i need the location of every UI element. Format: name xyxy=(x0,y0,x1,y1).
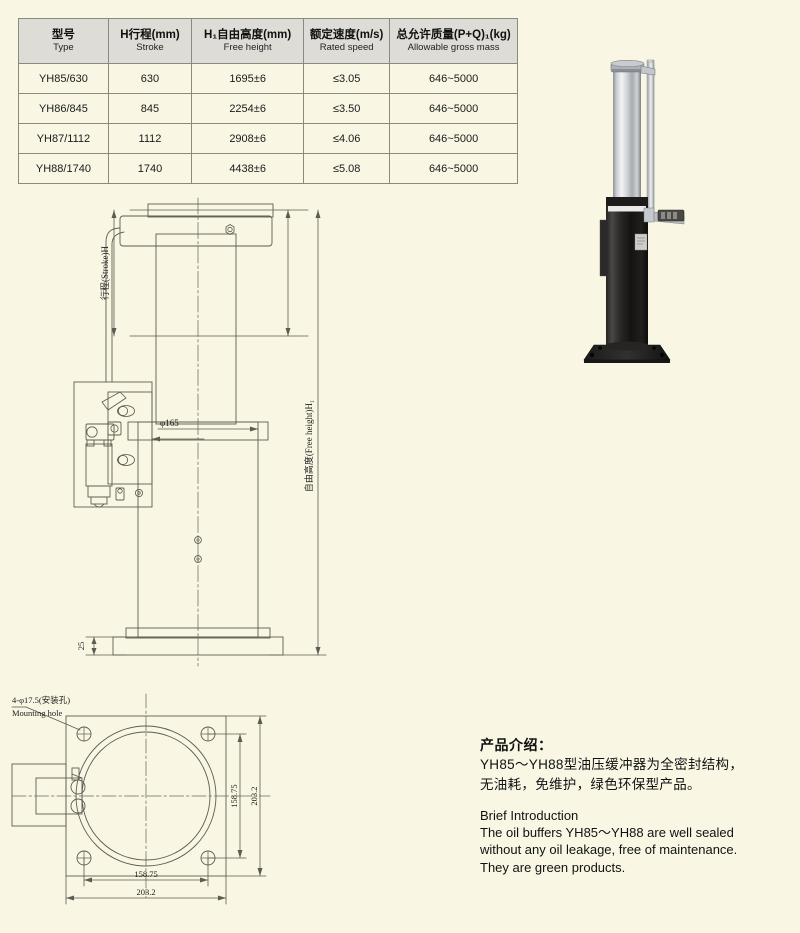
plan-dim-bolt-pitch-v xyxy=(207,733,247,859)
spec-table-container: 型号 Type H行程(mm) Stroke H₁自由高度(mm) Free h… xyxy=(18,18,518,184)
plan-dim-bolt-pitch-label: 158.75 xyxy=(134,869,157,879)
intro-en-line1: The oil buffers YH85～YH88 are well seale… xyxy=(480,825,734,841)
elev-head-block xyxy=(119,215,273,247)
intro-cn-heading: 产品介绍： xyxy=(480,737,553,753)
cell-type: YH86/845 xyxy=(18,93,109,124)
cell-stroke: 1112 xyxy=(107,123,193,154)
elev-dim-base-thickness xyxy=(85,636,127,656)
cell-type: YH87/1112 xyxy=(18,123,109,154)
column-header-type-cn: 型号 xyxy=(51,28,75,41)
plan-dim-bolt-pitch-v-label: 158.75 xyxy=(229,784,239,807)
cell-type: YH88/1740 xyxy=(18,153,109,184)
column-header-stroke-cn: H行程(mm) xyxy=(120,28,180,41)
cell-free-height: 4438±6 xyxy=(191,153,305,184)
cell-rated-speed: ≤3.05 xyxy=(303,63,391,94)
elev-stroke-label: 行程(Stroke)H xyxy=(99,246,110,300)
photo-chrome-cylinder xyxy=(613,70,641,205)
elev-switch-bracket xyxy=(73,381,205,508)
table-row: YH85/630 630 1695±6 ≤3.05 646~5000 xyxy=(18,63,518,94)
cell-rated-speed: ≤3.50 xyxy=(303,93,391,124)
intro-en-line3: They are green products. xyxy=(480,859,626,875)
cell-gross-mass: 646~5000 xyxy=(389,63,518,94)
plan-dim-plate-size-v-label: 203.2 xyxy=(249,786,259,805)
cell-gross-mass: 646~5000 xyxy=(389,153,518,184)
cell-free-height: 2254±6 xyxy=(191,93,305,124)
intro-en-line2: without any oil leakage, free of mainten… xyxy=(480,842,738,858)
elev-free-height-label: 自由高度(Free height)H₁ xyxy=(303,400,314,492)
plan-dim-plate-size-label: 203.2 xyxy=(136,887,155,897)
intro-spacer xyxy=(480,794,790,807)
elev-upper-rod xyxy=(155,233,237,425)
elev-diameter-label: φ165 xyxy=(160,418,179,428)
cell-type: YH85/630 xyxy=(18,63,109,94)
table-head: 型号 Type H行程(mm) Stroke H₁自由高度(mm) Free h… xyxy=(18,18,518,64)
intro-cn-line2: 无油耗，免维护，绿色环保型产品。 xyxy=(480,777,701,793)
cell-stroke: 845 xyxy=(107,93,193,124)
plan-drawing: 4-φ17.5(安装孔) Mounting hole 158.75 203.2 … xyxy=(8,686,338,926)
column-header-type: 型号 Type xyxy=(18,18,109,64)
plan-mounting-hole-cn: 4-φ17.5(安装孔) xyxy=(12,695,70,705)
plan-dim-plate-size-h xyxy=(65,875,227,905)
photo-black-body xyxy=(606,197,648,345)
cell-rated-speed: ≤4.06 xyxy=(303,123,391,154)
table-body: YH85/630 630 1695±6 ≤3.05 646~5000 YH86/… xyxy=(18,63,518,184)
plan-mounting-hole-en: Mounting hole xyxy=(12,708,63,718)
elev-hex-port xyxy=(225,223,235,236)
column-header-type-en: Type xyxy=(53,41,74,53)
plan-dim-plate-size-v xyxy=(225,715,267,877)
column-header-free-height-en: Free height xyxy=(223,41,272,53)
photo-label-plate xyxy=(634,233,648,251)
column-header-stroke: H行程(mm) Stroke xyxy=(107,18,193,64)
elev-dim-stroke xyxy=(111,209,309,337)
intro-en-heading: Brief Introduction xyxy=(480,808,579,824)
plan-switch-bracket xyxy=(11,763,86,827)
elevation-drawing: 行程(Stroke)H 自由高度(Free height)H₁ φ165 25 xyxy=(8,196,354,676)
column-header-rated-speed-en: Rated speed xyxy=(319,41,374,53)
table-row: YH86/845 845 2254±6 ≤3.50 646~5000 xyxy=(18,93,518,124)
table-header-row: 型号 Type H行程(mm) Stroke H₁自由高度(mm) Free h… xyxy=(18,18,518,64)
elev-dim-free-height xyxy=(269,209,327,656)
photo-side-bar xyxy=(599,219,610,277)
elev-dim-diameter xyxy=(157,426,259,432)
elev-base-thickness-label: 25 xyxy=(76,642,86,651)
plan-leader-mounting-hole xyxy=(11,706,81,731)
table-row: YH87/1112 1112 2908±6 ≤4.06 646~5000 xyxy=(18,123,518,154)
column-header-gross-mass-cn: 总允许质量(P+Q)₁(kg) xyxy=(396,28,511,41)
cell-rated-speed: ≤5.08 xyxy=(303,153,391,184)
column-header-free-height-cn: H₁自由高度(mm) xyxy=(204,28,292,41)
elev-axis-ports xyxy=(194,536,202,563)
cell-free-height: 1695±6 xyxy=(191,63,305,94)
column-header-free-height: H₁自由高度(mm) Free height xyxy=(191,18,305,64)
product-introduction: 产品介绍： YH85～YH88型油压缓冲器为全密封结构， 无油耗，免维护，绿色环… xyxy=(480,736,790,876)
plan-dim-bolt-pitch-h xyxy=(83,857,209,887)
cell-gross-mass: 646~5000 xyxy=(389,93,518,124)
intro-cn-line1: YH85～YH88型油压缓冲器为全密封结构， xyxy=(480,757,744,773)
product-photo xyxy=(572,42,796,380)
column-header-rated-speed-cn: 额定速度(m/s) xyxy=(309,28,384,41)
column-header-rated-speed: 额定速度(m/s) Rated speed xyxy=(303,18,391,64)
column-header-gross-mass: 总允许质量(P+Q)₁(kg) Allowable gross mass xyxy=(389,18,518,64)
cell-stroke: 630 xyxy=(107,63,193,94)
photo-switch-mount xyxy=(643,207,655,223)
specification-table: 型号 Type H行程(mm) Stroke H₁自由高度(mm) Free h… xyxy=(18,18,518,184)
elev-top-cap xyxy=(147,203,274,218)
cell-stroke: 1740 xyxy=(107,153,193,184)
cell-free-height: 2908±6 xyxy=(191,123,305,154)
table-row: YH88/1740 1740 4438±6 ≤5.08 646~5000 xyxy=(18,153,518,184)
column-header-stroke-en: Stroke xyxy=(136,41,164,53)
photo-top-bracket xyxy=(640,65,656,76)
cell-gross-mass: 646~5000 xyxy=(389,123,518,154)
column-header-gross-mass-en: Allowable gross mass xyxy=(407,41,500,53)
